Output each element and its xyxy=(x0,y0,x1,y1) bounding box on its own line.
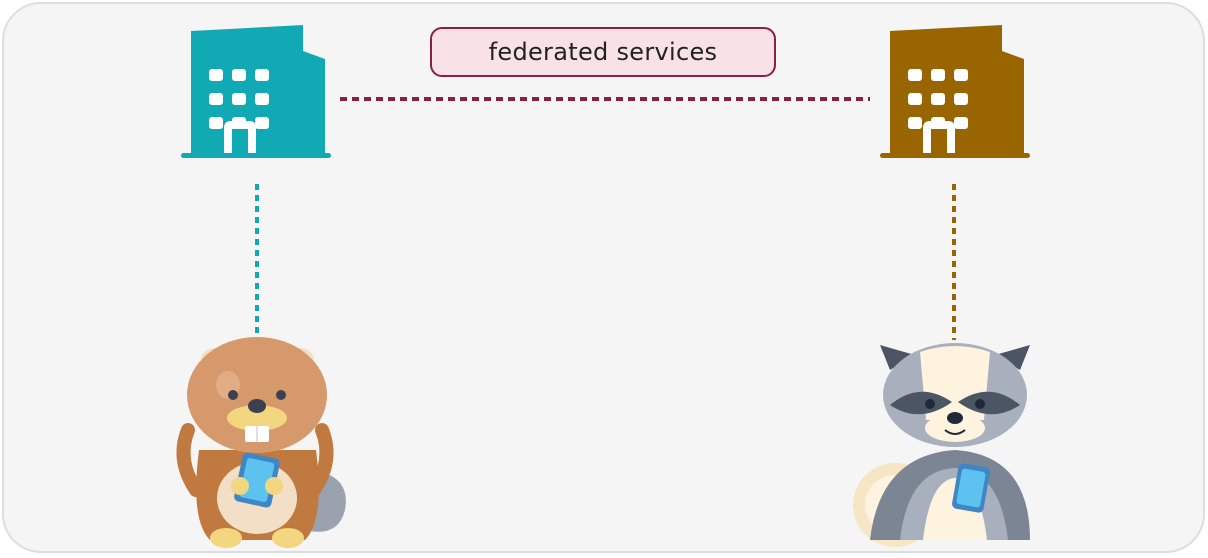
federated-services-label: federated services xyxy=(430,27,776,77)
federated-services-label-text: federated services xyxy=(488,38,718,66)
beaver-with-phone-icon xyxy=(176,337,346,548)
raccoon-with-phone-icon xyxy=(853,343,1030,547)
